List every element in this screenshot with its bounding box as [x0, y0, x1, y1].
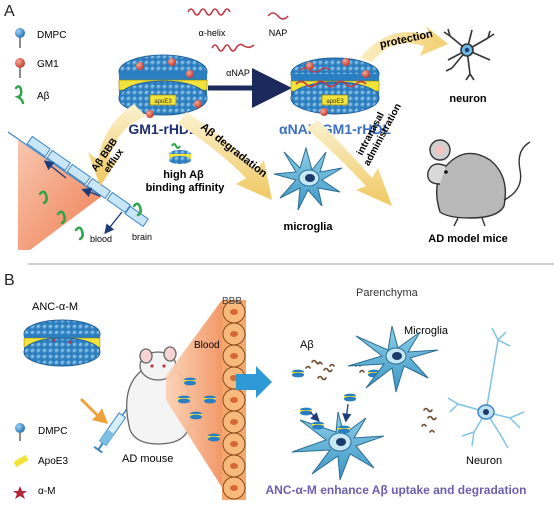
abeta-b-label: Aβ — [300, 339, 314, 351]
svg-text:α-M: α-M — [38, 486, 55, 497]
neuron-b — [447, 327, 525, 449]
ad-model-mouse-icon — [427, 139, 531, 227]
blood-label: Blood — [194, 340, 220, 351]
panel-a-label: A — [4, 3, 15, 20]
legend-dmpc: DMPC — [15, 28, 66, 48]
brain-label: brain — [132, 232, 152, 242]
anap-gm1-rhdl-disc: apoE3 — [290, 57, 380, 116]
small-nanodisc-icon — [169, 143, 191, 164]
high-affinity-label: high Aβ binding affinity — [146, 169, 226, 194]
anap-label: αNAP — [226, 68, 250, 78]
ad-mouse-label: AD mouse — [122, 453, 173, 465]
anc-nanodisc — [23, 319, 101, 367]
injection-arrow — [80, 398, 108, 424]
neuron-label: neuron — [449, 93, 487, 105]
efflux-arrow — [88, 104, 146, 186]
protection-arrow — [360, 26, 448, 62]
legend-b-apoe3: ApoE3 — [13, 454, 68, 468]
neuron-icon — [443, 28, 495, 81]
microglia-icon — [273, 146, 343, 211]
legend-b-am: α-M — [13, 486, 55, 499]
svg-text:Aβ: Aβ — [37, 91, 50, 102]
degradation-arrow — [178, 112, 272, 200]
degradation-label: Aβ degradation — [198, 121, 269, 180]
bbb-label: BBB — [222, 296, 242, 307]
blood-cone — [166, 300, 230, 500]
panel-a: A DMPC GM1 Aβ apoE3 — [4, 3, 531, 250]
transport-arrow — [236, 366, 272, 398]
panel-b: B ANC-α-M DMPC ApoE3 α-M — [4, 272, 526, 500]
svg-text:apoE3: apoE3 — [326, 99, 344, 105]
bbb-wall — [222, 300, 246, 500]
svg-text:ApoE3: ApoE3 — [38, 456, 68, 467]
abeta-icon — [14, 85, 25, 105]
apoe-tag: apoE3 — [154, 99, 172, 105]
abeta-fibrils — [305, 359, 437, 433]
apoe3-icon — [13, 454, 29, 468]
anap-gm1-rhdl-label: αNAP-GM1-rHDL — [279, 121, 391, 137]
ad-model-mice-label: AD model mice — [428, 233, 507, 245]
panel-b-label: B — [4, 272, 15, 289]
nap-icon — [267, 12, 289, 20]
legend-b-dmpc: DMPC — [15, 423, 67, 441]
alpha-helix-icon — [187, 8, 231, 16]
parenchyma-nanodiscs — [292, 369, 380, 416]
neuron-b-label: Neuron — [466, 455, 502, 467]
dmpc-icon — [15, 28, 25, 38]
microglia-b-lower — [291, 403, 385, 481]
anc-title: ANC-α-M — [32, 301, 78, 313]
svg-text:DMPC: DMPC — [38, 426, 67, 437]
dmpc-icon — [15, 423, 25, 433]
gm1-rhdl-disc: apoE3 — [118, 54, 208, 118]
blood-nanodiscs — [178, 377, 220, 442]
nap-label: NAP — [269, 28, 288, 38]
anap-icon — [211, 43, 255, 52]
microglia-b-upper — [347, 325, 439, 393]
gm1-icon — [15, 58, 25, 68]
blood-vessel — [7, 131, 150, 250]
svg-text:GM1: GM1 — [37, 59, 59, 70]
legend-abeta: Aβ — [14, 85, 50, 105]
panel-b-caption: ANC-α-M enhance Aβ uptake and degradatio… — [266, 483, 527, 497]
parenchyma-label: Parenchyma — [356, 287, 419, 299]
alpha-m-star-icon — [13, 486, 27, 499]
alpha-helix-label: α-helix — [199, 28, 226, 38]
microglia-b-label: Microglia — [404, 325, 449, 337]
blood-label: blood — [90, 234, 112, 244]
syringe-icon — [93, 404, 130, 454]
intranasal-arrow — [306, 120, 392, 206]
legend-gm1: GM1 — [15, 58, 59, 78]
microglia-label: microglia — [284, 221, 334, 233]
svg-text:DMPC: DMPC — [37, 30, 66, 41]
